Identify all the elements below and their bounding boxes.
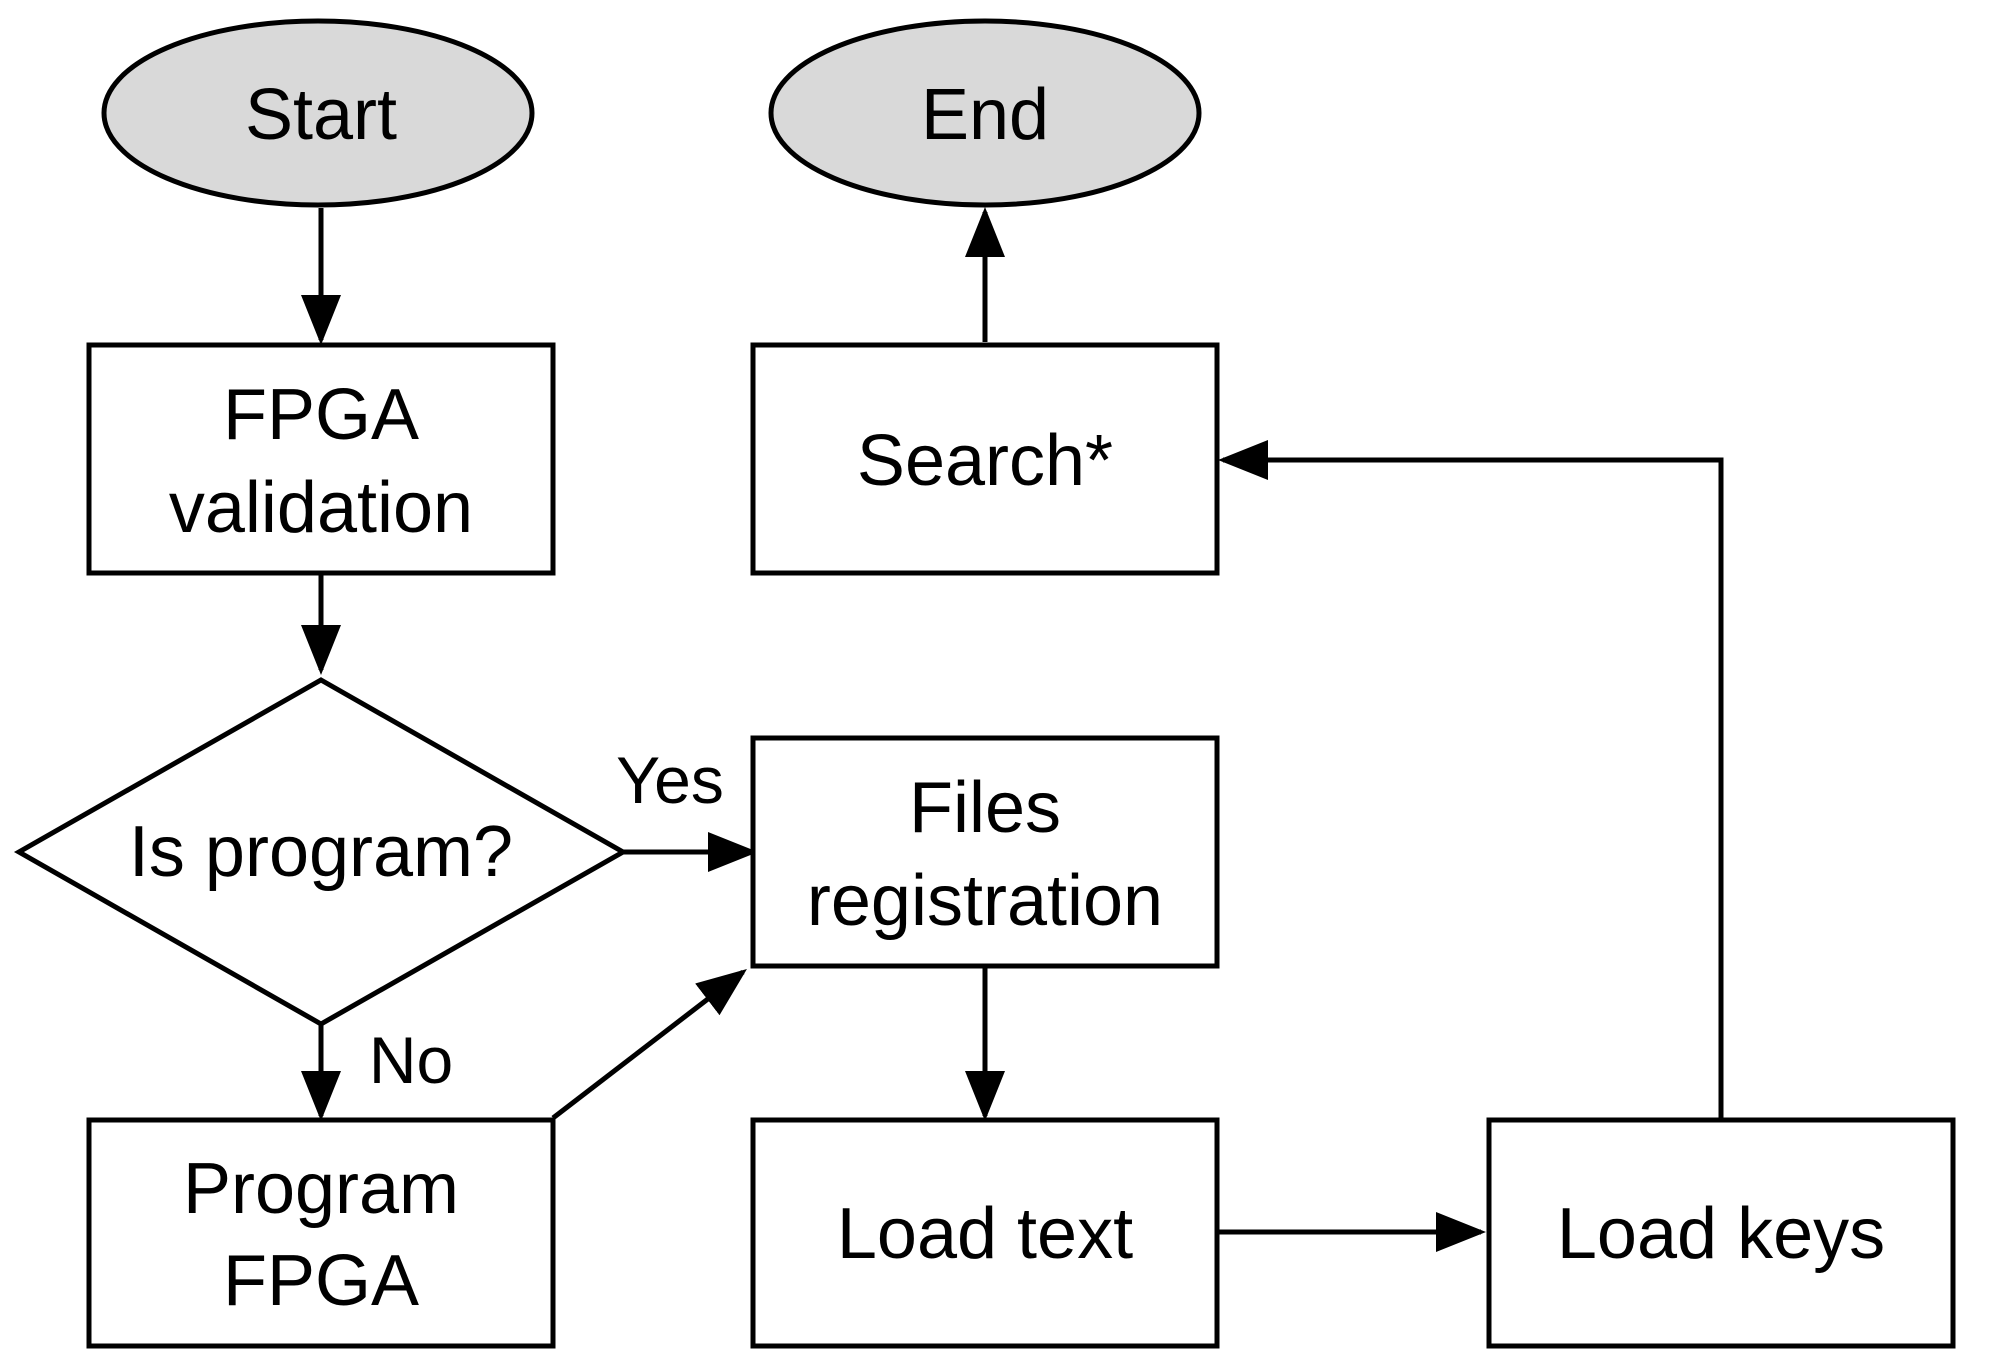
start-node: Start <box>101 18 535 208</box>
decision-label: Is program? <box>129 812 513 892</box>
end-node: End <box>768 18 1202 208</box>
is-program-decision: Is program? <box>13 677 629 1027</box>
load-text-node: Load text <box>750 1117 1220 1349</box>
start-label: Start <box>245 75 397 155</box>
connectors <box>301 207 1724 1252</box>
arrow-load-keys-to-search <box>1218 440 1724 1118</box>
fpga-validation-node: FPGA validation <box>86 342 556 576</box>
search-node: Search* <box>750 342 1220 576</box>
yes-label: Yes <box>616 743 724 817</box>
fpga-validation-line1: FPGA <box>223 375 419 455</box>
files-registration-line1: Files <box>909 768 1061 848</box>
program-fpga-node: Program FPGA <box>86 1117 556 1349</box>
arrow-program-to-files-registration <box>551 968 747 1120</box>
search-label: Search* <box>857 421 1113 501</box>
fpga-validation-line2: validation <box>169 468 473 548</box>
load-text-label: Load text <box>837 1194 1133 1274</box>
files-registration-line2: registration <box>807 861 1163 941</box>
load-keys-label: Load keys <box>1557 1194 1885 1274</box>
program-fpga-line1: Program <box>183 1149 459 1229</box>
end-label: End <box>921 75 1049 155</box>
load-keys-node: Load keys <box>1486 1117 1956 1349</box>
program-fpga-line2: FPGA <box>223 1241 419 1321</box>
no-label: No <box>369 1023 453 1097</box>
files-registration-node: Files registration <box>750 735 1220 969</box>
